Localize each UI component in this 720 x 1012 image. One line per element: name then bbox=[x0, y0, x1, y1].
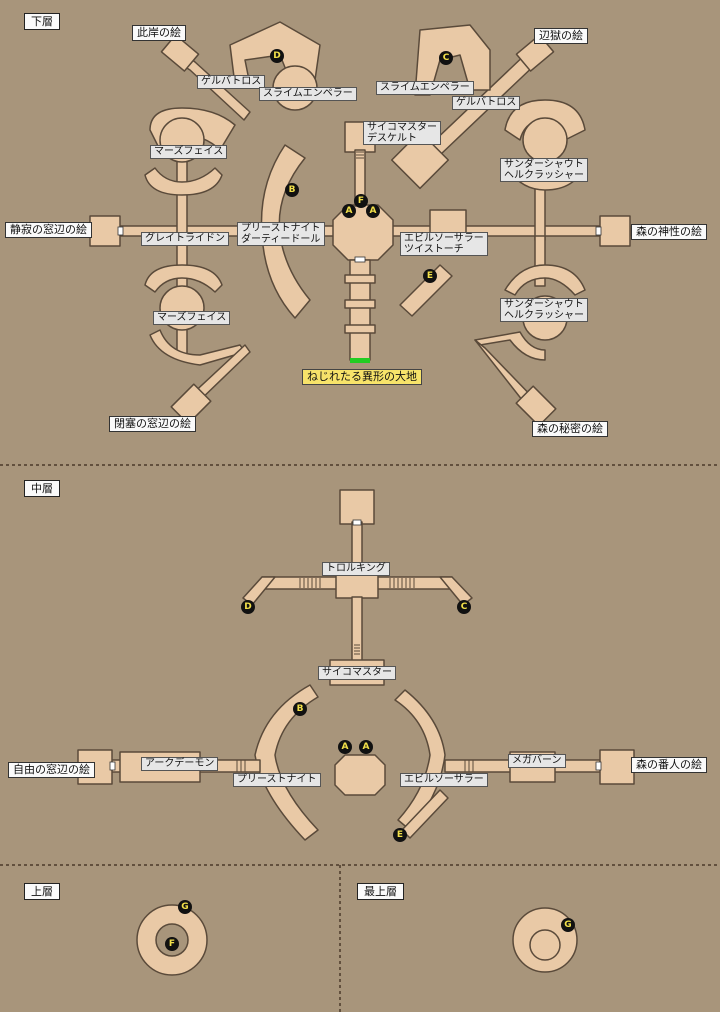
enemy-mid-evil-sorcerer: エビルソーサラー bbox=[400, 773, 488, 787]
enemy-mid-psy-master: サイコマスター bbox=[318, 666, 396, 680]
enemy-thunder-top-line2: ヘルクラッシャー bbox=[504, 170, 584, 181]
enemy-psy-master-line1: サイコマスター bbox=[367, 122, 437, 133]
painting-seijaku-label: 静寂の窓辺の絵 bbox=[5, 222, 92, 238]
marker-a-middle-right: A bbox=[359, 740, 373, 754]
enemy-gelbatross-left: ゲルバトロス bbox=[197, 75, 266, 89]
section-upper-label: 上層 bbox=[24, 883, 60, 900]
painting-mori-himitsu-label: 森の秘密の絵 bbox=[532, 421, 608, 437]
enemy-psy-master-line2: デスケルト bbox=[367, 133, 417, 144]
enemy-priest-group: プリーストナイト ダーティードール bbox=[237, 222, 325, 246]
marker-e-lower: E bbox=[423, 269, 437, 283]
enemy-slime-emperor-left: スライムエンペラー bbox=[259, 87, 357, 101]
marker-b-middle: B bbox=[293, 702, 307, 716]
painting-shigan-label: 此岸の絵 bbox=[132, 25, 186, 41]
boss-label: ねじれたる異形の大地 bbox=[302, 369, 422, 385]
marker-f-lower: F bbox=[354, 194, 368, 208]
marker-g-upper: G bbox=[178, 900, 192, 914]
marker-d-lower: D bbox=[270, 49, 284, 63]
marker-c-middle: C bbox=[457, 600, 471, 614]
painting-jiyu-label: 自由の窓辺の絵 bbox=[8, 762, 95, 778]
enemy-thunder-bottom-line2: ヘルクラッシャー bbox=[504, 310, 584, 321]
enemy-gelbatross-right: ゲルバトロス bbox=[452, 96, 521, 110]
marker-a-middle-left: A bbox=[338, 740, 352, 754]
marker-c-lower: C bbox=[439, 51, 453, 65]
enemy-priest-line1: プリーストナイト bbox=[241, 223, 321, 234]
section-middle-label: 中層 bbox=[24, 480, 60, 497]
enemy-thunder-bottom-line1: サンダーシャウト bbox=[504, 299, 584, 310]
painting-heisoku-label: 閉塞の窓辺の絵 bbox=[109, 416, 196, 432]
enemy-mars-face-top: マーズフェイス bbox=[150, 145, 228, 159]
painting-room-east bbox=[599, 215, 631, 247]
central-chamber bbox=[332, 204, 394, 261]
enemy-thunder-bottom-group: サンダーシャウト ヘルクラッシャー bbox=[500, 298, 588, 322]
enemy-thunder-top-line1: サンダーシャウト bbox=[504, 159, 584, 170]
enemy-thunder-top-group: サンダーシャウト ヘルクラッシャー bbox=[500, 158, 588, 182]
enemy-evil-line2: ツイストーチ bbox=[404, 244, 464, 255]
enemy-mars-face-bottom: マーズフェイス bbox=[153, 311, 231, 325]
marker-g-top: G bbox=[561, 918, 575, 932]
boss-exit-marker bbox=[350, 358, 370, 363]
painting-mori-bannin-label: 森の番人の絵 bbox=[631, 757, 707, 773]
marker-a-lower-right: A bbox=[366, 204, 380, 218]
enemy-great-raidon: グレイトライドン bbox=[141, 232, 229, 246]
marker-d-middle: D bbox=[241, 600, 255, 614]
enemy-evil-line1: エビルソーサラー bbox=[404, 233, 484, 244]
section-lower-label: 下層 bbox=[24, 13, 60, 30]
painting-room-west bbox=[89, 215, 121, 247]
enemy-arch-demon: アークデーモン bbox=[141, 757, 219, 771]
enemy-megaburn: メガバーン bbox=[508, 754, 566, 768]
mid-painting-room-east bbox=[599, 749, 635, 785]
enemy-evil-group: エビルソーサラー ツイストーチ bbox=[400, 232, 488, 256]
enemy-mid-priest-knight: プリーストナイト bbox=[233, 773, 321, 787]
marker-a-lower-left: A bbox=[342, 204, 356, 218]
enemy-psy-master-group: サイコマスター デスケルト bbox=[363, 121, 441, 145]
enemy-slime-emperor-right: スライムエンペラー bbox=[376, 81, 474, 95]
enemy-priest-line2: ダーティードール bbox=[241, 234, 321, 245]
painting-hengoku-label: 辺獄の絵 bbox=[534, 28, 588, 44]
enemy-troll-king: トロルキング bbox=[322, 562, 390, 576]
painting-mori-shinsei-label: 森の神性の絵 bbox=[631, 224, 707, 240]
mid-north-room bbox=[339, 489, 375, 525]
marker-f-upper: F bbox=[165, 937, 179, 951]
marker-b-lower: B bbox=[285, 183, 299, 197]
section-top-label: 最上層 bbox=[357, 883, 404, 900]
marker-e-middle: E bbox=[393, 828, 407, 842]
